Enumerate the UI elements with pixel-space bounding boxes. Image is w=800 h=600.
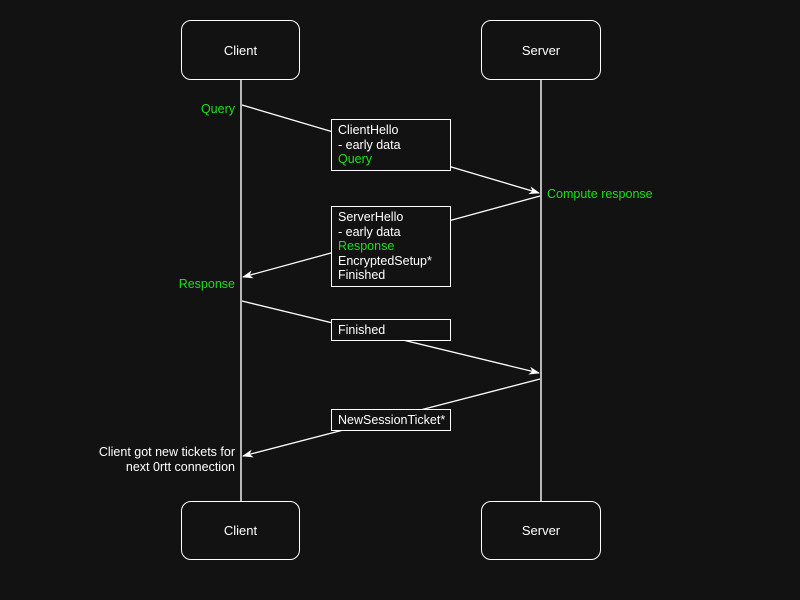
- message-box-server-hello[interactable]: ServerHello - early data Response Encryp…: [331, 206, 451, 287]
- annotation-compute-response-text: Compute response: [547, 187, 653, 201]
- message-box-new-session-ticket[interactable]: NewSessionTicket*: [331, 409, 451, 431]
- annotation-new-tickets: Client got new tickets for next 0rtt con…: [60, 445, 235, 474]
- message-line: EncryptedSetup*: [338, 253, 432, 268]
- actor-server-top[interactable]: Server: [481, 20, 601, 80]
- actor-server-top-label: Server: [521, 42, 561, 58]
- message-line: Query: [338, 152, 373, 167]
- actor-client-bottom-label: Client: [223, 523, 258, 538]
- message-line: Finished: [338, 268, 386, 283]
- annotation-compute-response: Compute response: [547, 187, 653, 202]
- actor-server-bottom[interactable]: Server: [481, 501, 601, 560]
- message-box-finished[interactable]: Finished: [331, 319, 451, 341]
- message-box-client-hello[interactable]: ClientHello - early data Query: [331, 119, 451, 171]
- message-line: ClientHello: [338, 123, 399, 137]
- message-line: ServerHello: [338, 210, 404, 224]
- actor-client-top-label: Client: [223, 42, 258, 58]
- message-line: Finished: [338, 323, 386, 337]
- annotation-response-text: Response: [178, 277, 235, 291]
- annotation-new-tickets-line2: next 0rtt connection: [125, 459, 235, 474]
- annotation-new-tickets-line1: Client got new tickets for: [98, 445, 235, 459]
- message-line: - early data: [338, 224, 401, 239]
- annotation-query: Query: [110, 102, 235, 117]
- actor-server-bottom-label: Server: [521, 523, 561, 538]
- message-line: NewSessionTicket*: [338, 413, 446, 427]
- actor-client-bottom[interactable]: Client: [181, 501, 300, 560]
- annotation-query-text: Query: [200, 102, 235, 116]
- message-line: Response: [338, 239, 395, 254]
- message-line: - early data: [338, 137, 401, 152]
- actor-client-top[interactable]: Client: [181, 20, 300, 80]
- annotation-response: Response: [110, 277, 235, 292]
